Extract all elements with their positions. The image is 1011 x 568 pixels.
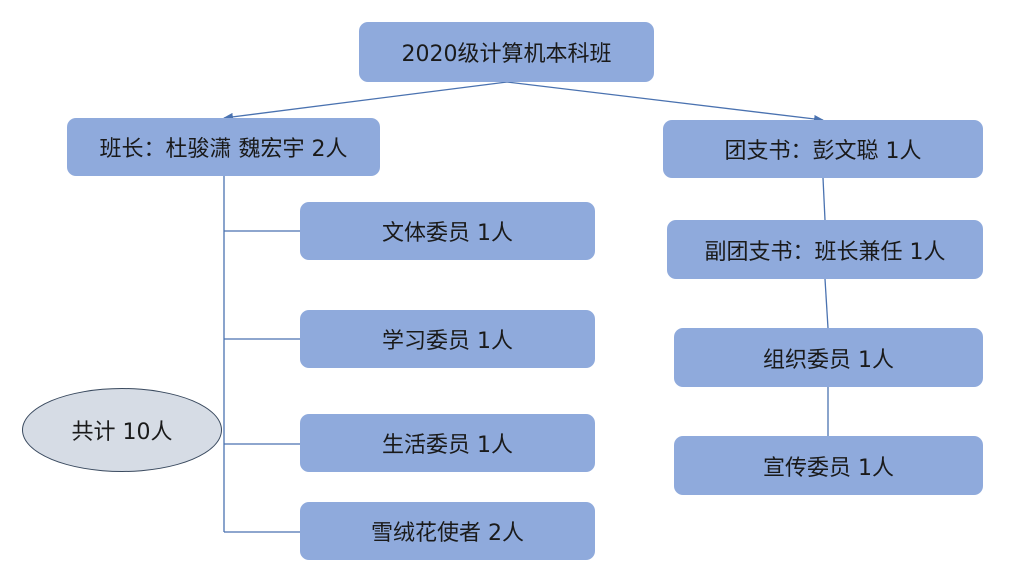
class-title-node: 2020级计算机本科班 (359, 22, 654, 82)
class-monitor-node: 班长：杜骏潇 魏宏宇 2人 (67, 118, 380, 176)
right-chain-line-1 (822, 177, 826, 221)
deputy-league-secretary-node: 副团支书：班长兼任 1人 (667, 220, 983, 279)
organization-committee-node: 组织委员 1人 (674, 328, 983, 387)
league-secretary-node: 团支书：彭文聪 1人 (663, 120, 983, 178)
arrow-to-league-secretary (506, 81, 824, 123)
right-chain-line-2 (824, 278, 829, 329)
arrow-to-class-monitor (223, 81, 508, 121)
arts-sports-committee-node: 文体委员 1人 (300, 202, 595, 260)
edelweiss-messenger-node: 雪绒花使者 2人 (300, 502, 595, 560)
life-committee-node: 生活委员 1人 (300, 414, 595, 472)
study-committee-node: 学习委员 1人 (300, 310, 595, 368)
publicity-committee-node: 宣传委员 1人 (674, 436, 983, 495)
total-count-ellipse: 共计 10人 (22, 388, 222, 472)
